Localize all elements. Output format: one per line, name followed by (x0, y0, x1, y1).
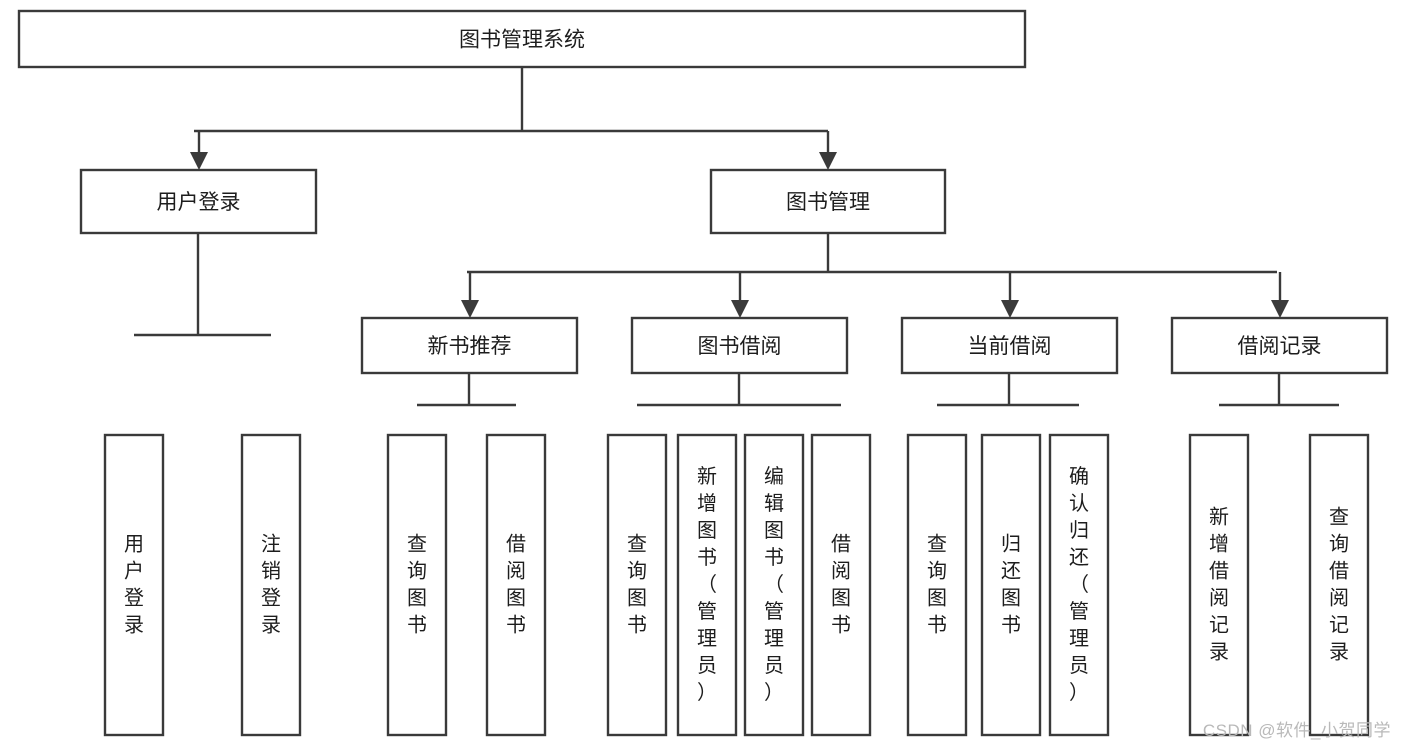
connector-user-login-bar (134, 233, 271, 337)
node-box (1308, 433, 1370, 737)
arrow-head-icon (461, 300, 479, 318)
node-book-manage[interactable]: 图书管理 (709, 168, 947, 235)
arrow-head-icon (1001, 300, 1019, 318)
connector-new-book-rec-bar (417, 373, 516, 407)
connectors-layer (134, 67, 1339, 407)
node-box (103, 433, 165, 737)
node-leaf-borrow-book-1[interactable]: 借阅图书 (485, 433, 547, 737)
node-box (17, 9, 1027, 69)
node-box (240, 433, 302, 737)
node-leaf-return-book[interactable]: 归还图书 (980, 433, 1042, 737)
node-label: 注销登录 (261, 533, 281, 637)
node-label: 图书借阅 (698, 335, 782, 358)
node-leaf-add-book[interactable]: 新增图书（管理员） (676, 433, 738, 737)
node-leaf-logout[interactable]: 注销登录 (240, 433, 302, 737)
node-leaf-user-login[interactable]: 用户登录 (103, 433, 165, 737)
node-leaf-query-record[interactable]: 查询借阅记录 (1308, 433, 1370, 737)
watermark-label: CSDN @软件_小贺同学 (1202, 721, 1391, 740)
node-box (900, 316, 1119, 375)
edge-book_manage-to-new_book_rec (461, 272, 479, 318)
connector-borrow-record-bar (1219, 373, 1339, 407)
arrow-head-icon (1271, 300, 1289, 318)
node-label: 新书推荐 (428, 335, 512, 358)
node-label: 借阅图书 (506, 533, 526, 637)
node-box (810, 433, 872, 737)
nodes-layer: 图书管理系统用户登录图书管理新书推荐图书借阅当前借阅借阅记录用户登录注销登录查询… (17, 9, 1389, 737)
node-label: 图书管理系统 (459, 29, 585, 52)
connector-book-manage-bar (467, 233, 1277, 274)
connector-book-borrow-bar (637, 373, 841, 407)
node-label: 查询图书 (627, 533, 647, 637)
node-label: 查询图书 (927, 533, 947, 637)
node-box (1170, 316, 1389, 375)
node-leaf-confirm-return[interactable]: 确认归还（管理员） (1048, 433, 1110, 737)
node-box (485, 433, 547, 737)
node-box (79, 168, 318, 235)
node-user-login[interactable]: 用户登录 (79, 168, 318, 235)
node-borrow-record[interactable]: 借阅记录 (1170, 316, 1389, 375)
node-leaf-query-book-3[interactable]: 查询图书 (906, 433, 968, 737)
node-box (360, 316, 579, 375)
node-label: 确认归还（管理员） (1069, 465, 1089, 704)
node-box (743, 433, 805, 737)
node-label: 新增图书（管理员） (697, 465, 717, 704)
node-box (630, 316, 849, 375)
node-leaf-edit-book[interactable]: 编辑图书（管理员） (743, 433, 805, 737)
node-leaf-add-record[interactable]: 新增借阅记录 (1188, 433, 1250, 737)
node-book-borrow[interactable]: 图书借阅 (630, 316, 849, 375)
connector-root-bar (194, 67, 828, 133)
edge-book_manage-to-borrow_record (1271, 272, 1289, 318)
node-new-book-rec[interactable]: 新书推荐 (360, 316, 579, 375)
node-label: 查询图书 (407, 533, 427, 637)
arrow-head-icon (819, 152, 837, 170)
node-box (1188, 433, 1250, 737)
node-box (606, 433, 668, 737)
node-label: 当前借阅 (968, 335, 1052, 358)
node-box (676, 433, 738, 737)
node-label: 用户登录 (157, 191, 241, 214)
connector-current-borrow-bar (937, 373, 1079, 407)
edge-root-to-user_login (190, 131, 208, 170)
node-leaf-borrow-book-2[interactable]: 借阅图书 (810, 433, 872, 737)
node-leaf-query-book-2[interactable]: 查询图书 (606, 433, 668, 737)
node-current-borrow[interactable]: 当前借阅 (900, 316, 1119, 375)
edge-book_manage-to-current_borrow (1001, 272, 1019, 318)
node-box (906, 433, 968, 737)
node-label: 借阅图书 (831, 533, 851, 637)
node-label: 新增借阅记录 (1209, 506, 1229, 664)
node-box (709, 168, 947, 235)
edge-book_manage-to-book_borrow (731, 272, 749, 318)
node-box (1048, 433, 1110, 737)
edge-root-to-book_manage (819, 131, 837, 170)
arrow-head-icon (190, 152, 208, 170)
node-leaf-query-book-1[interactable]: 查询图书 (386, 433, 448, 737)
node-label: 图书管理 (786, 191, 870, 214)
node-label: 编辑图书（管理员） (764, 465, 784, 704)
node-label: 归还图书 (1001, 533, 1021, 637)
node-label: 查询借阅记录 (1329, 506, 1349, 664)
node-box (980, 433, 1042, 737)
node-root[interactable]: 图书管理系统 (17, 9, 1027, 69)
node-label: 用户登录 (124, 534, 144, 637)
node-label: 借阅记录 (1238, 335, 1322, 358)
arrow-head-icon (731, 300, 749, 318)
node-box (386, 433, 448, 737)
